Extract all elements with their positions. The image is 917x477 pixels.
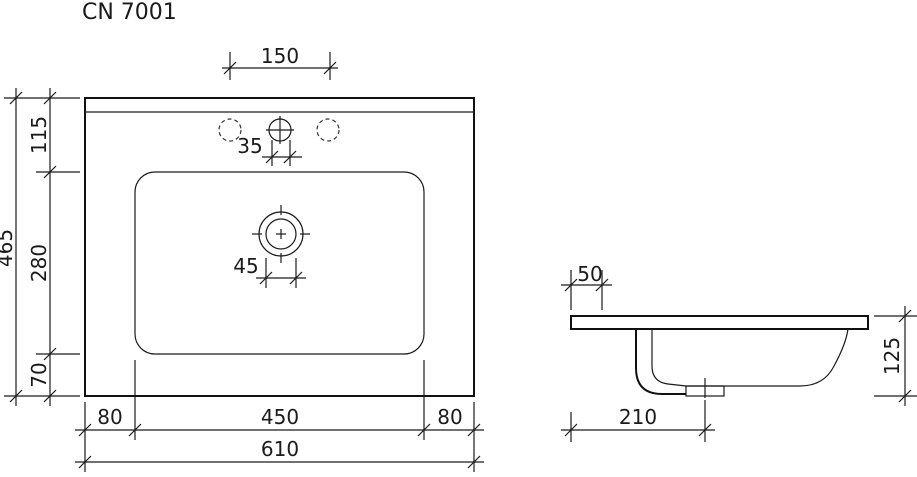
- dim-rim-thickness-label: 50: [577, 262, 602, 286]
- model-title: CN 7001: [82, 0, 177, 25]
- side-view: [570, 315, 869, 398]
- bowl-outline: [134, 171, 425, 355]
- dim-side-depth: 125: [874, 306, 917, 406]
- dim-total-width-label: 610: [261, 437, 299, 461]
- dim-vertical-left: 465 115 280 70: [0, 88, 80, 406]
- side-bowl-bottom: [686, 328, 849, 387]
- optional-tap-hole-left: [218, 118, 242, 142]
- dim-drain-hole: 45: [233, 254, 306, 288]
- dim-rim-thickness: 50: [561, 262, 612, 310]
- side-bowl-inner-left: [651, 329, 687, 387]
- dim-bottom-offset-label: 70: [27, 362, 51, 387]
- top-view: [84, 97, 475, 397]
- dim-tap-hole-label: 35: [237, 134, 262, 158]
- dim-side-depth-label: 125: [880, 337, 904, 375]
- drain-hole-inner: [265, 218, 297, 250]
- side-bowl-outer-left: [635, 329, 686, 395]
- dim-hole-spacing: 150: [222, 44, 338, 80]
- dim-total-height-label: 465: [0, 229, 17, 267]
- dim-drain-offset: 210: [561, 400, 715, 442]
- dim-drain-hole-label: 45: [233, 254, 258, 278]
- dim-right-margin-label: 80: [437, 405, 462, 429]
- dim-hole-spacing-label: 150: [261, 44, 299, 68]
- optional-tap-hole-right: [316, 118, 340, 142]
- dim-tap-hole: 35: [237, 134, 302, 166]
- basin-outline: [84, 97, 475, 397]
- dim-horizontal-bottom: 80 450 80 610: [75, 360, 484, 472]
- dim-bowl-height-label: 280: [27, 244, 51, 282]
- side-rim: [570, 315, 869, 330]
- dim-drain-offset-label: 210: [619, 405, 657, 429]
- dim-bowl-width-label: 450: [261, 405, 299, 429]
- dim-left-margin-label: 80: [97, 405, 122, 429]
- dim-top-offset-label: 115: [27, 116, 51, 154]
